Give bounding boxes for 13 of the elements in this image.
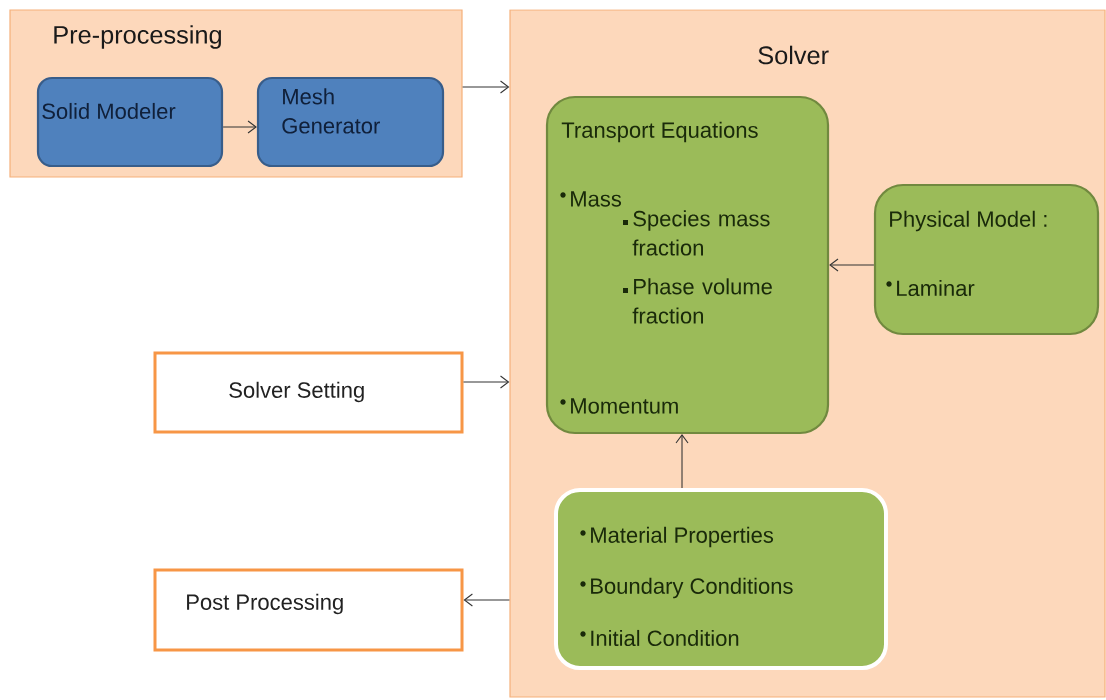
arrow [462,80,510,94]
arrow [675,434,689,489]
process-box: Physical Model : Laminar [873,183,1100,336]
arrow [222,120,257,134]
process-box: Mesh Generator [256,76,445,168]
process-box: Solid Modeler [36,76,224,168]
arrow [462,375,510,389]
arrow [463,593,510,607]
process-box: Solver Setting [153,351,464,434]
process-box: Post Processing [153,568,464,652]
process-box: Transport Equations Mass Species mass fraction Phase volume fraction Momentum [545,95,830,435]
process-box: Material Properties Boundary Conditions Initial Condition [554,488,888,670]
arrow [829,258,875,272]
